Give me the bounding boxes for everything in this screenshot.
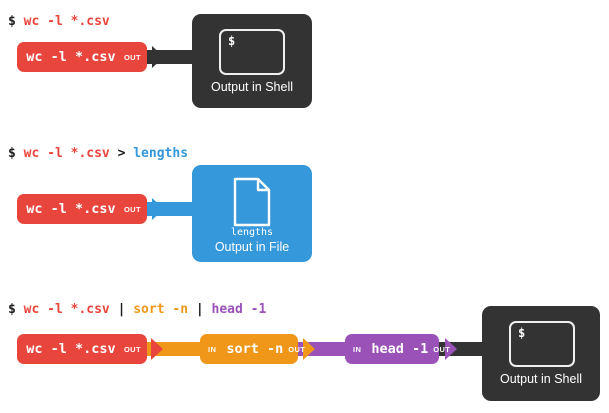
stage-command-label: head -1 [371, 341, 429, 357]
connector-3-purple-shell [432, 338, 494, 360]
port-out-label: OUT [123, 344, 141, 354]
document-icon [233, 177, 271, 227]
output-card-shell-3[interactable]: $ Output in Shell [482, 306, 600, 401]
terminal-prompt-symbol: $ [228, 34, 236, 48]
prompt-token-pipe-2: | [195, 302, 212, 317]
output-card-caption: Output in Shell [211, 80, 293, 94]
terminal-screen-icon: $ [509, 321, 575, 367]
prompt-token-pipe-1: | [117, 302, 134, 317]
arrow-head-icon [303, 338, 315, 360]
port-in-label: IN [353, 344, 362, 354]
port-out-label: OUT [123, 52, 141, 62]
output-card-shell-1[interactable]: $ Output in Shell [192, 14, 312, 108]
terminal-prompt-symbol: $ [518, 326, 526, 340]
arrow-head-icon [152, 198, 164, 220]
stage-command-label: sort -n [226, 341, 284, 357]
output-card-caption: Output in File [214, 240, 290, 254]
prompt-token-redirect: > [117, 146, 134, 161]
prompt-line-1: $ wc -l *.csv [8, 14, 110, 29]
port-out-label: OUT [288, 344, 306, 354]
port-out-label: OUT [123, 204, 141, 214]
prompt-line-2: $ wc -l *.csv > lengths [8, 146, 188, 161]
output-card-file[interactable]: lengths Output in File [192, 165, 312, 262]
terminal-screen-icon: $ [219, 29, 285, 75]
prompt-line-3: $ wc -l *.csv | sort -n | head -1 [8, 302, 266, 317]
stage-command-label: wc -l *.csv [26, 341, 116, 357]
connector-3-red-orange [140, 338, 208, 360]
arrow-head-icon [445, 338, 457, 360]
stage-command-label: wc -l *.csv [26, 49, 116, 65]
prompt-token-command-1: wc -l *.csv [23, 302, 118, 317]
prompt-token-command: wc -l *.csv [23, 146, 118, 161]
prompt-token-command: wc -l *.csv [23, 14, 110, 29]
file-name-label: lengths [230, 227, 274, 238]
connector-2-out [140, 198, 204, 220]
arrow-head-icon [151, 338, 163, 360]
arrow-head-icon [152, 46, 164, 68]
stage-box-wc-3[interactable]: wc -l *.csv OUT [17, 334, 147, 364]
prompt-dollar: $ [8, 302, 16, 317]
stage-box-sort[interactable]: IN sort -n OUT [200, 334, 305, 364]
stage-box-head[interactable]: IN head -1 OUT [345, 334, 450, 364]
port-out-label: OUT [433, 344, 451, 354]
connector-3-orange-purple [294, 338, 360, 360]
connector-1-out [140, 46, 204, 68]
prompt-token-command-2: sort -n [133, 302, 196, 317]
port-in-label: IN [208, 344, 217, 354]
prompt-dollar: $ [8, 14, 16, 29]
stage-command-label: wc -l *.csv [26, 201, 116, 217]
prompt-dollar: $ [8, 146, 16, 161]
output-card-caption: Output in Shell [500, 372, 582, 386]
prompt-token-filename: lengths [133, 146, 189, 161]
stage-box-wc-2[interactable]: wc -l *.csv OUT [17, 194, 147, 224]
stage-box-wc-1[interactable]: wc -l *.csv OUT [17, 42, 147, 72]
prompt-token-command-3: head -1 [211, 302, 267, 317]
